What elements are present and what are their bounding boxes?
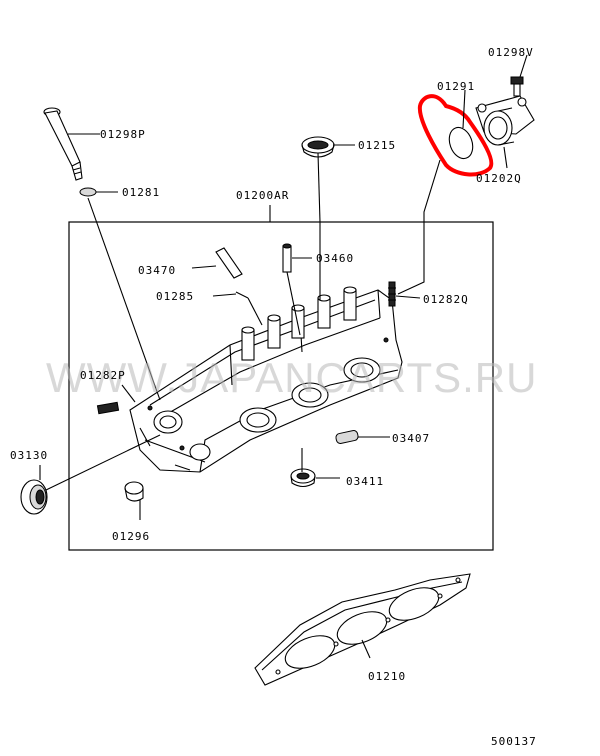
leader-lines bbox=[39, 54, 528, 659]
label-03407: 03407 bbox=[392, 432, 430, 445]
label-01291: 01291 bbox=[437, 80, 475, 93]
label-01285: 01285 bbox=[156, 290, 194, 303]
label-03470: 03470 bbox=[138, 264, 176, 277]
assembly-frame bbox=[68, 221, 494, 551]
label-01298v: 01298V bbox=[488, 46, 534, 59]
housing-01202q bbox=[475, 95, 535, 146]
label-01296: 01296 bbox=[112, 530, 150, 543]
pin-03460 bbox=[282, 243, 292, 273]
bolt-01298v bbox=[510, 76, 524, 97]
highlight-marker bbox=[417, 94, 494, 177]
label-01210: 01210 bbox=[368, 670, 406, 683]
oil-seal-03130 bbox=[20, 479, 48, 515]
head-gasket-01210 bbox=[254, 573, 471, 686]
label-01282q: 01282Q bbox=[423, 293, 469, 306]
bolt-01298p bbox=[43, 107, 83, 181]
plug-03407 bbox=[335, 430, 359, 444]
label-01281: 01281 bbox=[122, 186, 160, 199]
stud-01282p bbox=[96, 401, 120, 415]
cylinder-head bbox=[129, 286, 403, 473]
seal-03411 bbox=[290, 468, 316, 488]
label-03411: 03411 bbox=[346, 475, 384, 488]
gasket-01291 bbox=[448, 126, 474, 160]
label-01200ar: 01200AR bbox=[236, 189, 289, 202]
label-01282p: 01282P bbox=[80, 369, 126, 382]
label-01202q: 01202Q bbox=[476, 172, 522, 185]
label-01215: 01215 bbox=[358, 139, 396, 152]
figure-number: 500137 bbox=[491, 735, 537, 748]
label-03130: 03130 bbox=[10, 449, 48, 462]
label-01298p: 01298P bbox=[100, 128, 146, 141]
washer-01281 bbox=[79, 187, 97, 197]
plug-03470 bbox=[215, 247, 243, 279]
label-03460: 03460 bbox=[316, 252, 354, 265]
stud-01282q bbox=[388, 281, 396, 307]
pin-01285 bbox=[235, 291, 249, 299]
watermark: WWW.JAPANCARTS.RU bbox=[46, 354, 537, 401]
plug-01296 bbox=[124, 481, 144, 502]
